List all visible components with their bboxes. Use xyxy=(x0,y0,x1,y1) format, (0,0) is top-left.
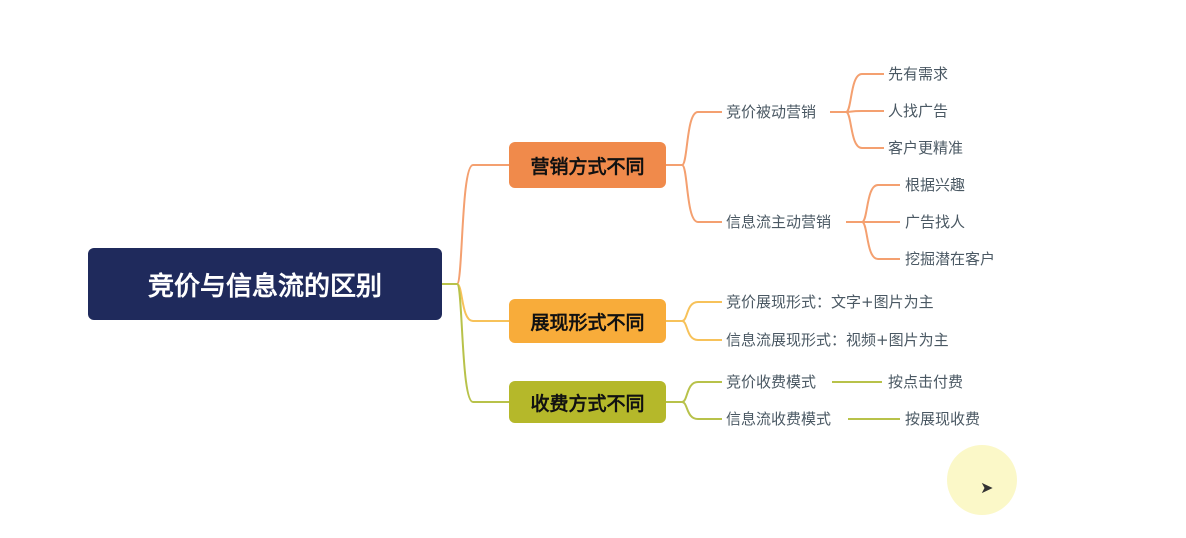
branch-display[interactable]: 展现形式不同 xyxy=(509,299,666,343)
node-feed-active[interactable]: 信息流主动营销 xyxy=(726,213,832,231)
leaf[interactable]: 广告找人 xyxy=(905,213,966,231)
leaf[interactable]: 先有需求 xyxy=(888,65,949,83)
node-bidding-passive[interactable]: 竞价被动营销 xyxy=(726,103,817,121)
cursor-highlight xyxy=(947,445,1017,515)
connector-line xyxy=(666,301,722,322)
connector-line xyxy=(846,184,900,223)
connector-line xyxy=(830,73,884,113)
node-bidding-display[interactable]: 竞价展现形式：文字+图片为主 xyxy=(726,293,934,311)
connector-line xyxy=(666,111,722,166)
leaf[interactable]: 客户更精准 xyxy=(888,139,964,157)
connector-line xyxy=(666,320,722,341)
node-feed-display[interactable]: 信息流展现形式：视频+图片为主 xyxy=(726,331,949,349)
branch-billing[interactable]: 收费方式不同 xyxy=(509,381,666,423)
node-feed-billing[interactable]: 信息流收费模式 xyxy=(726,410,832,428)
connector-line xyxy=(830,111,884,149)
leaf[interactable]: 人找广告 xyxy=(888,102,949,120)
leaf[interactable]: 挖掘潜在客户 xyxy=(905,250,996,268)
leaf[interactable]: 根据兴趣 xyxy=(905,176,966,194)
connector-line xyxy=(442,283,509,403)
branch-marketing[interactable]: 营销方式不同 xyxy=(509,142,666,188)
connector-line xyxy=(846,221,900,260)
connector-line xyxy=(666,381,722,403)
node-bidding-billing[interactable]: 竞价收费模式 xyxy=(726,373,817,391)
connector-line xyxy=(666,401,722,420)
root-node[interactable]: 竞价与信息流的区别 xyxy=(88,248,442,320)
mouse-cursor-icon: ➤ xyxy=(980,478,994,497)
connector-line xyxy=(442,164,509,285)
connector-line xyxy=(666,164,722,223)
connector-line xyxy=(442,283,509,322)
leaf[interactable]: 按点击付费 xyxy=(888,373,964,391)
leaf[interactable]: 按展现收费 xyxy=(905,410,981,428)
